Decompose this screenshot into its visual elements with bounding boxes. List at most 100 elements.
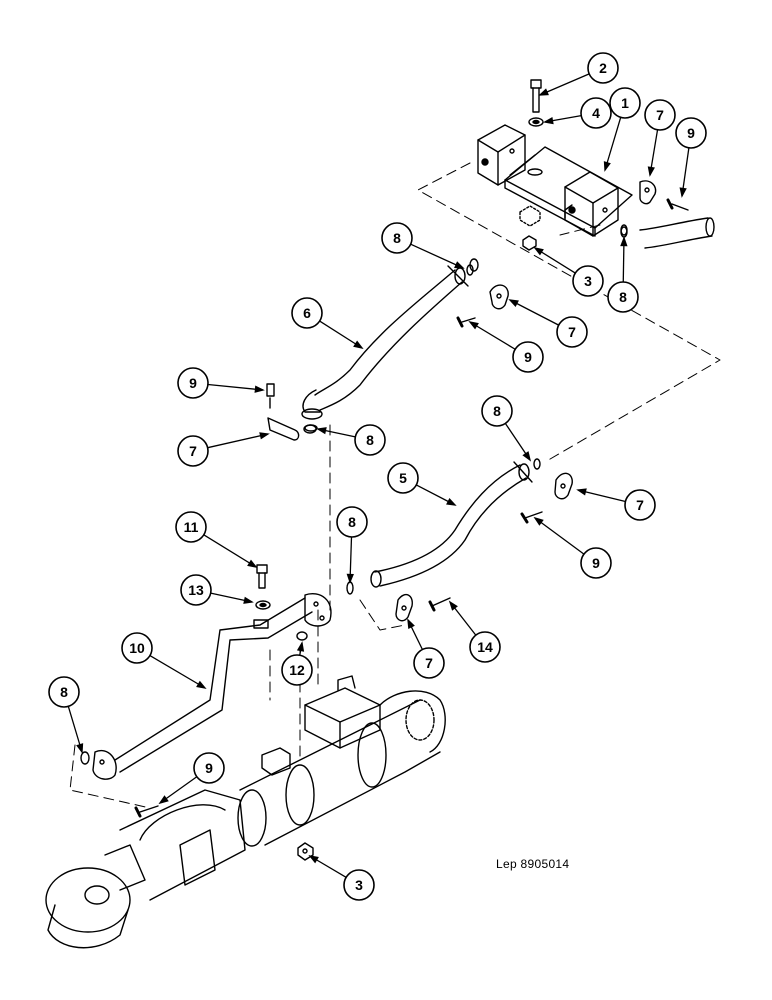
callout-circle-c4a — [580, 97, 612, 129]
callout-circle-c7e — [413, 647, 445, 679]
callout-circle-c9b — [512, 341, 544, 373]
callout-circle-c2a — [587, 52, 619, 84]
leader-line-c6a — [319, 320, 363, 349]
leader-arrow-c8e — [346, 573, 354, 584]
bolt-11-washer-13 — [255, 564, 271, 610]
callout-circle-c10a — [121, 632, 153, 664]
nut-upper — [522, 235, 537, 251]
callout-circle-c8f — [48, 676, 80, 708]
leader-arrow-c14a — [448, 600, 458, 611]
tube-10 — [80, 593, 332, 780]
callout-circle-c7c — [177, 435, 209, 467]
leader-arrow-c8c — [316, 427, 327, 435]
callout-circle-c1a — [609, 87, 641, 119]
callout-label-c10a: 10 — [129, 640, 145, 656]
leader-line-c9c — [207, 383, 264, 391]
callout-leader-lines — [67, 73, 690, 878]
callout-label-c13a: 13 — [188, 582, 204, 598]
callout-label-c9b: 9 — [524, 349, 532, 365]
leader-line-c7b — [509, 299, 559, 326]
callout-label-c3a: 3 — [584, 273, 592, 289]
callout-circle-c11a — [175, 511, 207, 543]
leader-line-c9d — [534, 517, 585, 555]
callout-label-c9c: 9 — [189, 375, 197, 391]
clamp-and-bolt-14 — [395, 593, 451, 622]
leader-arrow-c7b — [508, 299, 519, 308]
hydraulic-cylinder — [45, 675, 446, 949]
callout-circle-c8b — [607, 281, 639, 313]
leader-arrow-c7a — [647, 166, 655, 177]
leader-arrow-c1a — [603, 161, 611, 172]
callout-label-c8e: 8 — [348, 514, 356, 530]
callout-circle-c3b — [343, 869, 375, 901]
leader-line-c1a — [604, 117, 622, 171]
clamp-and-bolt-middle — [346, 472, 573, 595]
callout-label-c1a: 1 — [621, 95, 629, 111]
callout-label-c14a: 14 — [477, 639, 493, 655]
callout-circle-c6a — [291, 297, 323, 329]
leader-arrow-c4a — [543, 116, 554, 125]
leader-arrow-c7c — [259, 432, 270, 440]
leader-arrow-c7e — [407, 618, 415, 629]
callout-label-c2a: 2 — [599, 60, 607, 76]
leader-arrow-c9c — [254, 385, 265, 393]
bolt-and-washer — [528, 79, 544, 127]
callout-circle-c7d — [624, 489, 656, 521]
nut-lower — [297, 842, 314, 861]
callout-label-c7d: 7 — [636, 497, 644, 513]
leader-arrow-c12a — [296, 641, 305, 652]
callout-label-c8c: 8 — [366, 432, 374, 448]
leader-arrow-c9a — [679, 187, 687, 198]
leader-line-c11a — [203, 534, 257, 568]
callout-circle-c12a — [281, 654, 313, 686]
valve-block-assembly — [477, 124, 633, 237]
callout-circle-c8d — [481, 395, 513, 427]
callout-circle-c8c — [354, 424, 386, 456]
leader-arrow-c8f — [76, 743, 84, 754]
callout-circles — [48, 52, 707, 901]
callout-label-c8b: 8 — [619, 289, 627, 305]
callout-circle-c14a — [469, 631, 501, 663]
callout-label-c6a: 6 — [303, 305, 311, 321]
callout-circle-c9d — [580, 547, 612, 579]
leader-arrow-c3a — [533, 246, 544, 256]
callout-circle-c13a — [180, 574, 212, 606]
callout-label-c8a: 8 — [393, 230, 401, 246]
callout-label-c7c: 7 — [189, 443, 197, 459]
callout-label-c5a: 5 — [399, 470, 407, 486]
leader-line-c8a — [410, 243, 464, 269]
hose-5 — [370, 458, 541, 588]
hose-6 — [301, 264, 474, 420]
bolt-lower-left — [134, 805, 159, 818]
callout-label-c7e: 7 — [425, 655, 433, 671]
document-reference: Lep 8905014 — [496, 857, 570, 871]
upper-right-hose-stub — [620, 180, 715, 249]
leader-arrow-c9e — [158, 795, 169, 805]
leader-arrow-c7d — [576, 488, 587, 496]
leader-arrow-c5a — [446, 497, 457, 506]
leader-arrow-c8b — [620, 236, 628, 247]
callout-circle-c5a — [387, 462, 419, 494]
callout-circle-c7a — [644, 99, 676, 131]
callout-circle-c9c — [177, 367, 209, 399]
leader-arrow-c13a — [243, 596, 254, 604]
callout-label-c9d: 9 — [592, 555, 600, 571]
leader-arrow-c10a — [196, 680, 207, 689]
callout-label-c9a: 9 — [687, 125, 695, 141]
callout-label-c11a: 11 — [183, 519, 199, 535]
callout-circle-c8a — [381, 222, 413, 254]
leader-arrow-c8d — [522, 451, 532, 462]
leader-arrow-c11a — [247, 559, 258, 568]
leader-arrow-c3b — [308, 855, 319, 864]
leader-arrow-c9b — [468, 321, 479, 330]
callout-circle-c7b — [556, 316, 588, 348]
callout-label-c9e: 9 — [205, 760, 213, 776]
callout-label-c12a: 12 — [289, 662, 305, 678]
callout-circle-c9e — [193, 752, 225, 784]
clamp-and-bolt-upper — [266, 284, 509, 441]
callout-label-c7b: 7 — [568, 324, 576, 340]
leader-arrow-c6a — [353, 340, 364, 350]
callout-label-c7a: 7 — [656, 107, 664, 123]
leader-arrow-c9d — [533, 516, 544, 526]
